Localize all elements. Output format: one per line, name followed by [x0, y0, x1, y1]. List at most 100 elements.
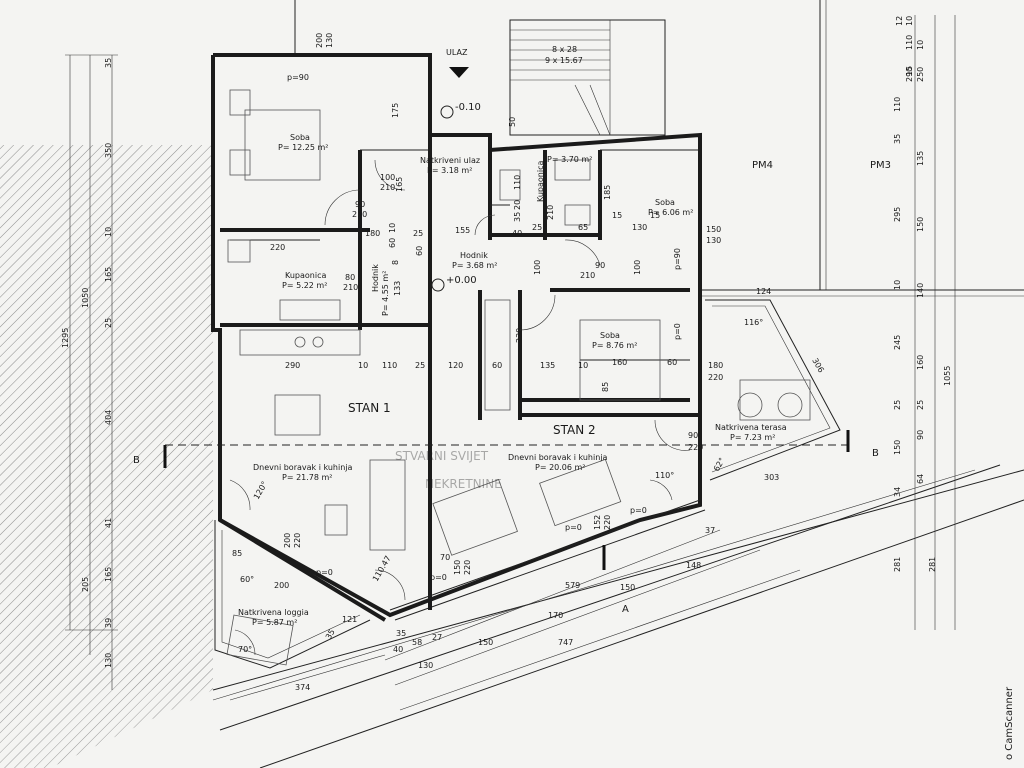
svg-text:110: 110: [382, 361, 397, 370]
section-b-right: B: [872, 448, 879, 459]
svg-text:25: 25: [413, 229, 423, 238]
level-marker-top: [440, 105, 454, 119]
svg-text:58: 58: [412, 638, 422, 647]
svg-text:200: 200: [274, 581, 289, 590]
svg-text:60°: 60°: [240, 575, 254, 584]
svg-text:37: 37: [705, 526, 715, 535]
svg-text:180: 180: [708, 361, 723, 370]
svg-text:85: 85: [601, 382, 610, 392]
ulaz-area: P= 3.18 m²: [427, 166, 472, 175]
right-dimension-lines: [914, 15, 956, 630]
svg-text:41: 41: [104, 518, 113, 528]
svg-text:281: 281: [893, 557, 902, 572]
svg-text:165: 165: [104, 267, 113, 282]
svg-text:p=0: p=0: [673, 323, 682, 340]
svg-text:747: 747: [558, 638, 573, 647]
svg-text:25: 25: [415, 361, 425, 370]
hod1-area: P= 4.55 m²: [381, 271, 390, 316]
svg-text:250: 250: [916, 67, 925, 82]
svg-text:27: 27: [432, 633, 442, 642]
svg-text:60: 60: [388, 238, 397, 248]
svg-text:1055: 1055: [943, 366, 952, 386]
watermark-line1: STVARNI SVIJET: [395, 449, 489, 463]
entrance-arrow-icon: [449, 67, 469, 78]
svg-text:110.47: 110.47: [371, 554, 393, 583]
soba3-area: P= 8.76 m²: [592, 341, 637, 350]
svg-text:120°: 120°: [252, 480, 269, 501]
svg-text:306: 306: [810, 357, 825, 375]
svg-text:110: 110: [513, 175, 522, 190]
camscanner-label: o CamScanner: [1004, 686, 1015, 760]
terasa-area: P= 7.23 m²: [730, 433, 775, 442]
stair-block: [509, 19, 666, 136]
svg-text:35: 35: [104, 58, 113, 68]
svg-text:25: 25: [893, 400, 902, 410]
svg-text:110°: 110°: [655, 471, 674, 480]
street-edge-1: [212, 469, 1024, 691]
svg-text:205: 205: [81, 577, 90, 592]
svg-text:64: 64: [916, 474, 925, 484]
svg-text:p=90: p=90: [287, 73, 309, 82]
svg-text:10: 10: [578, 361, 588, 370]
svg-text:160: 160: [916, 355, 925, 370]
interior-dimensions: 200 130 p=90 175 100 210 165 90 210 180 …: [232, 33, 826, 692]
svg-text:35: 35: [893, 134, 902, 144]
loggia-name: Natkrivena loggia: [238, 608, 309, 617]
svg-text:70°: 70°: [238, 645, 252, 654]
svg-text:121: 121: [342, 615, 357, 624]
level-mid-label: +0.00: [446, 275, 477, 286]
svg-text:350: 350: [104, 143, 113, 158]
hod2-name: Hodnik: [460, 251, 488, 260]
left-dimensions: 35 350 10 165 25 404 41 205 39 130 1050 …: [61, 58, 113, 668]
svg-text:220: 220: [463, 560, 472, 575]
svg-text:150: 150: [620, 583, 635, 592]
ulaz-name: Natkriveni ulaz: [420, 156, 480, 165]
svg-text:170: 170: [548, 611, 563, 620]
svg-text:120: 120: [448, 361, 463, 370]
svg-text:10: 10: [905, 16, 914, 26]
stan1-label: STAN 1: [348, 401, 391, 415]
svg-text:10: 10: [358, 361, 368, 370]
facade-diagonal: [218, 518, 387, 622]
level-marker-mid: [431, 278, 445, 292]
svg-text:281: 281: [928, 557, 937, 572]
svg-text:150: 150: [916, 217, 925, 232]
svg-text:100: 100: [533, 260, 542, 275]
svg-text:135: 135: [916, 151, 925, 166]
svg-text:152: 152: [593, 515, 602, 530]
dnevni2-area: P= 20.06 m²: [535, 463, 586, 472]
svg-text:35: 35: [324, 628, 337, 641]
svg-text:34: 34: [893, 487, 902, 497]
soba1-name: Soba: [290, 133, 310, 142]
svg-text:90: 90: [595, 261, 605, 270]
svg-text:303: 303: [764, 473, 779, 482]
svg-text:210: 210: [352, 210, 367, 219]
svg-text:8: 8: [391, 260, 400, 265]
right-dimensions: 10 110 290 110 35 135 295 150 10 245 160…: [893, 16, 952, 572]
hod1-name: Hodnik: [371, 264, 380, 292]
section-a: A: [622, 604, 629, 615]
svg-text:65: 65: [578, 223, 588, 232]
svg-text:210: 210: [580, 271, 595, 280]
svg-text:35: 35: [513, 212, 522, 222]
svg-text:374: 374: [295, 683, 310, 692]
svg-text:116°: 116°: [744, 318, 763, 327]
svg-text:90: 90: [688, 431, 698, 440]
pm4-label: PM4: [752, 160, 773, 171]
svg-text:155: 155: [455, 226, 470, 235]
svg-text:p=0: p=0: [630, 506, 647, 515]
svg-text:150: 150: [893, 440, 902, 455]
svg-text:85: 85: [232, 549, 242, 558]
svg-text:70: 70: [440, 553, 450, 562]
svg-text:62°: 62°: [712, 456, 727, 473]
svg-text:1295: 1295: [61, 328, 70, 348]
svg-text:124: 124: [756, 287, 771, 296]
soba3-name: Soba: [600, 331, 620, 340]
svg-text:160: 160: [612, 358, 627, 367]
outer-wall-main: [211, 53, 702, 618]
soba2-area: P= 6.06 m²: [648, 208, 693, 217]
interior-walls: [220, 135, 700, 610]
svg-text:150: 150: [478, 638, 493, 647]
svg-text:40: 40: [393, 645, 403, 654]
